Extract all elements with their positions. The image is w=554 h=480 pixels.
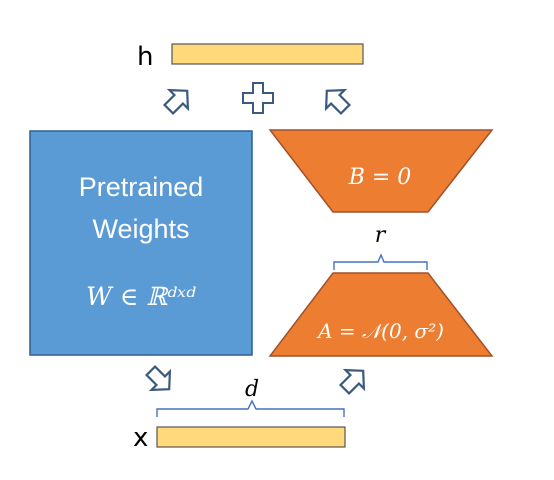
weight-formula: W ∈ ℝᵈˣᵈ xyxy=(86,282,196,311)
arrow-up-left-icon xyxy=(324,88,351,115)
a-formula: A = 𝒩(0, σ²) xyxy=(316,319,444,343)
arrow-up-right-icon xyxy=(163,88,190,115)
arrow-x-to-pretrained-icon xyxy=(145,365,172,392)
lora-b-block xyxy=(268,129,494,213)
input-label: x xyxy=(133,423,148,453)
dim-label: d xyxy=(245,377,259,402)
rank-brace xyxy=(333,253,428,270)
b-formula: B = 0 xyxy=(348,165,412,190)
output-vector-bar xyxy=(171,43,364,65)
arrow-x-to-a-icon xyxy=(339,368,366,395)
output-label: h xyxy=(137,42,153,72)
pretrained-weights-block xyxy=(29,130,253,356)
plus-icon xyxy=(242,82,274,114)
pretrained-label-line2: Weights xyxy=(92,214,189,244)
input-vector-bar xyxy=(156,426,346,448)
rank-label: r xyxy=(375,223,387,248)
pretrained-label-line1: Pretrained xyxy=(79,172,204,202)
dim-brace xyxy=(156,399,345,417)
lora-a-block xyxy=(268,272,494,357)
